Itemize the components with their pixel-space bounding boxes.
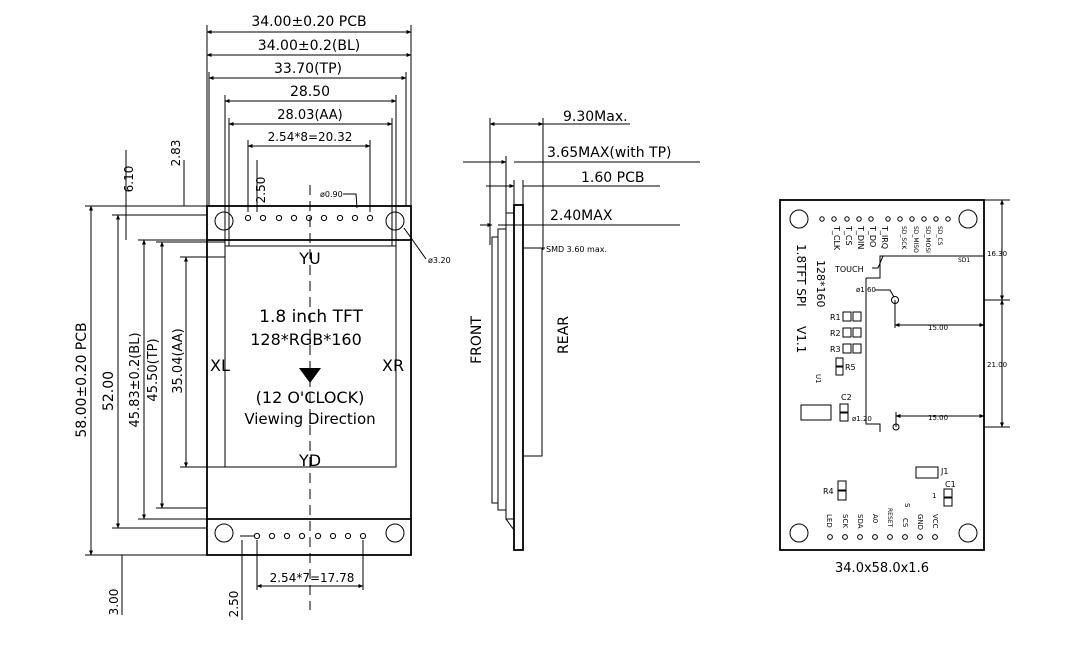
- viewing-direction: Viewing Direction: [244, 410, 375, 428]
- hole-small-label: ø0.90: [320, 190, 343, 199]
- dim-pcb-1-60: 1.60 PCB: [581, 170, 644, 186]
- label-xl: XL: [210, 356, 230, 375]
- r2-label: R2: [830, 329, 841, 338]
- board-name: 1.8TFT SPI: [794, 244, 808, 307]
- dim-width-tp: 33.70(TP): [274, 61, 342, 77]
- active-area-outline: [224, 245, 397, 468]
- pin-gnd: GND: [916, 514, 924, 530]
- pcb-outline: [206, 205, 412, 556]
- label-rear: REAR: [556, 316, 572, 354]
- pin-sd-miso: SD_MISO: [912, 226, 919, 253]
- bottom-pin-row: [253, 532, 367, 540]
- pin-cs: CS: [901, 518, 909, 528]
- pin-sck: SCK: [841, 514, 849, 528]
- mount-hole-tl: [214, 211, 234, 231]
- dim-pin-pitch-top: 2.54*8=20.32: [268, 130, 353, 144]
- hole-large-label: ø3.20: [428, 256, 451, 265]
- rear-top-pins: [819, 216, 951, 222]
- board-resolution: 128*160: [814, 260, 827, 308]
- c2-label: C2: [841, 393, 852, 402]
- pin-a0: A0: [871, 514, 879, 523]
- display-title: 1.8 inch TFT: [259, 307, 363, 327]
- pin-t-irq: T_IRQ: [880, 225, 889, 249]
- side-smd-block: [522, 247, 543, 457]
- u1-label: U1: [814, 374, 822, 384]
- pin-t-do: T_DO: [868, 225, 877, 247]
- dim-max-2-40: 2.40MAX: [550, 208, 613, 224]
- front-view: 34.00±0.20 PCB 34.00±0.2(BL) 33.70(TP) 2…: [74, 14, 451, 620]
- component-block: [800, 404, 832, 421]
- pin-led: LED: [825, 514, 833, 528]
- dim-15-a: 15.00: [928, 324, 948, 332]
- smd-height-label: SMD 3.60 max.: [546, 245, 607, 254]
- display-resolution: 128*RGB*160: [250, 330, 362, 349]
- label-front: FRONT: [469, 316, 485, 364]
- c1-label: C1: [945, 480, 956, 489]
- mount-hole-tr: [385, 211, 405, 231]
- rear-pcb-outline: [779, 199, 985, 551]
- label-yu: YU: [298, 249, 320, 268]
- dim-width-inner: 28.50: [290, 84, 330, 100]
- dim-width-bl: 34.00±0.2(BL): [258, 38, 360, 54]
- r5-label: R5: [845, 363, 856, 372]
- j1-label: J1: [940, 467, 948, 476]
- dim-2-50-bottom: 2.50: [227, 591, 241, 618]
- pin-reset: RESET: [886, 508, 893, 528]
- label-yd: YD: [298, 451, 321, 470]
- pin-t-clk: T_CLK: [832, 225, 841, 251]
- dim-height-aa: 35.04(AA): [171, 328, 186, 394]
- board-version: V1.1: [794, 326, 808, 353]
- r1-label: R1: [830, 313, 841, 322]
- rear-bottom-pins: [827, 534, 938, 540]
- pin-vcc: VCC: [931, 514, 939, 529]
- dim-height-pcb: 58.00±0.20 PCB: [74, 322, 90, 437]
- dim-max-9-30: 9.30Max.: [563, 109, 628, 125]
- board-size: 34.0x58.0x1.6: [835, 561, 929, 576]
- pin-1-marker: 1: [932, 492, 936, 500]
- dim-max-3-65: 3.65MAX(with TP): [547, 145, 672, 161]
- pin-t-cs: T_CS: [844, 225, 853, 246]
- dim-pin-pitch-bottom: 2.54*7=17.78: [270, 571, 355, 585]
- side-view: 9.30Max. 3.65MAX(with TP) 1.60 PCB 2.40M…: [463, 109, 700, 551]
- rear-view: T_CLK T_CS T_DIN T_DO T_IRQ SD_SCK SD_MI…: [779, 199, 1010, 576]
- dim-width-aa: 28.03(AA): [277, 108, 343, 123]
- side-pcb: [513, 204, 524, 551]
- hole-1-60-label: ø1.60: [856, 286, 876, 294]
- pin-t-din: T_DIN: [856, 225, 865, 249]
- r3-label: R3: [830, 345, 841, 354]
- viewing-arrow: [299, 368, 321, 383]
- dim-height-52: 52.00: [101, 371, 117, 411]
- touch-label: TOUCH: [834, 265, 864, 274]
- pin-sd-cs: SD_CS: [936, 226, 943, 246]
- viewing-oclock: (12 O'CLOCK): [256, 388, 365, 407]
- pin-s-marker: S: [903, 503, 911, 508]
- dim-3-00: 3.00: [107, 589, 121, 616]
- top-pin-row: [244, 214, 374, 222]
- dim-6-10: 6.10: [122, 166, 136, 193]
- dim-height-tp: 45.50(TP): [146, 338, 161, 401]
- dim-21-00: 21.00: [987, 361, 1007, 369]
- pin-sd-sck: SD_SCK: [900, 226, 907, 250]
- label-xr: XR: [382, 356, 404, 375]
- dim-height-bl: 45.83±0.2(BL): [128, 332, 143, 427]
- mount-hole-bl: [214, 523, 234, 543]
- dim-2-83: 2.83: [169, 140, 183, 167]
- dim-2-50-top: 2.50: [254, 177, 268, 204]
- dim-16-30: 16.30: [987, 250, 1007, 258]
- hole-1-20-label: ø1.20: [852, 415, 872, 423]
- dim-15-b: 15.00: [928, 414, 948, 422]
- sd1-label: SD1: [958, 257, 970, 264]
- mount-hole-br: [385, 523, 405, 543]
- r4-label: R4: [823, 487, 834, 496]
- dim-width-pcb: 34.00±0.20 PCB: [251, 14, 366, 30]
- pin-sda: SDA: [856, 514, 864, 529]
- sd-socket-outline: [865, 278, 881, 432]
- pin-sd-mosi: SD_MOSI: [924, 226, 931, 253]
